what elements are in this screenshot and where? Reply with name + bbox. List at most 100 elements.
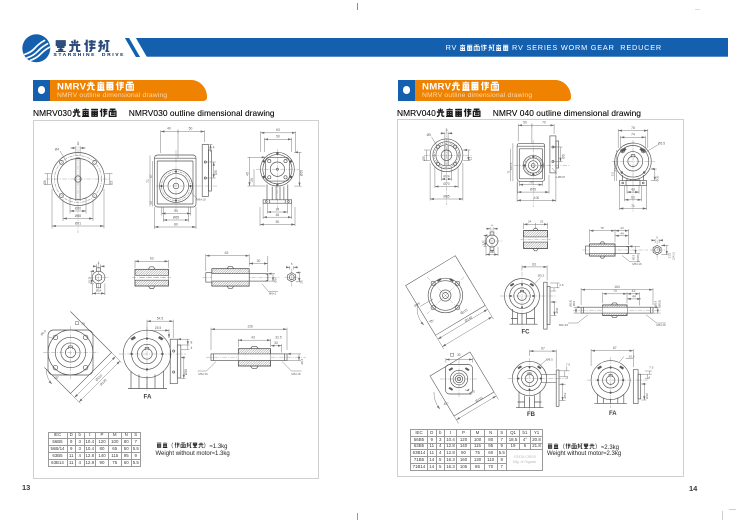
svg-text:43: 43	[620, 226, 624, 230]
svg-text:4-Ø6×8: 4-Ø6×8	[555, 175, 565, 179]
svg-text:Ø71: Ø71	[75, 222, 81, 226]
svg-text:32.5: 32.5	[275, 336, 282, 340]
svg-text:Ø19: Ø19	[563, 392, 567, 398]
svg-text:Ø55: Ø55	[300, 170, 304, 176]
svg-text:71: 71	[506, 170, 510, 174]
svg-text:Ø140: Ø140	[464, 315, 473, 323]
svg-text:FA: FA	[609, 411, 617, 417]
svg-text:3: 3	[77, 142, 79, 146]
svg-text:40: 40	[167, 126, 171, 130]
svg-text:Ø110: Ø110	[95, 373, 103, 381]
svg-text:Ø75: Ø75	[530, 188, 536, 192]
svg-text:78: 78	[631, 126, 635, 130]
svg-text:70: 70	[529, 180, 533, 184]
svg-text:67: 67	[613, 346, 617, 350]
svg-text:Ø30: Ø30	[489, 250, 495, 254]
svg-text:Ø115: Ø115	[460, 308, 469, 316]
svg-text:Ø30: Ø30	[555, 307, 559, 313]
svg-text:4: 4	[213, 146, 215, 150]
svg-text:(Ø18): (Ø18)	[657, 300, 661, 307]
svg-text:Ø110: Ø110	[475, 396, 484, 404]
svg-text:4: 4	[566, 375, 568, 379]
svg-text:44: 44	[620, 231, 624, 235]
svg-text:M6×1: M6×1	[269, 292, 277, 296]
svg-text:Ø85: Ø85	[443, 195, 449, 199]
svg-text:4: 4	[98, 261, 100, 265]
svg-text:Ø5.5: Ø5.5	[658, 141, 665, 145]
svg-text:(24.1): (24.1)	[671, 252, 675, 259]
svg-text:Ø5: Ø5	[427, 133, 432, 137]
svg-text:45°: 45°	[444, 402, 450, 406]
svg-text:Ø20: Ø20	[75, 207, 81, 211]
svg-text:45°: 45°	[54, 376, 60, 380]
svg-text:4: 4	[648, 375, 650, 379]
svg-text:40: 40	[245, 172, 249, 176]
svg-text:25.5: 25.5	[155, 326, 162, 330]
svg-text:M6×16: M6×16	[198, 372, 208, 376]
svg-text:50: 50	[523, 121, 527, 125]
svg-text:2.5: 2.5	[559, 283, 564, 287]
svg-text:50: 50	[276, 220, 280, 224]
svg-text:5: 5	[446, 128, 448, 132]
svg-text:5: 5	[656, 235, 658, 239]
svg-text:164: 164	[614, 285, 620, 289]
svg-text:13: 13	[149, 201, 153, 205]
svg-text:5: 5	[291, 262, 293, 266]
svg-text:Ø6.5: Ø6.5	[413, 301, 421, 308]
svg-text:23: 23	[110, 181, 114, 185]
svg-text:Ø6.5: Ø6.5	[40, 329, 48, 337]
svg-text:80: 80	[174, 223, 178, 227]
svg-text:44: 44	[632, 294, 636, 298]
svg-text:54: 54	[174, 209, 178, 213]
svg-text:Ø9: Ø9	[562, 154, 566, 159]
svg-text:1.1: 1.1	[481, 241, 485, 246]
svg-text:71: 71	[146, 179, 150, 183]
svg-text:63: 63	[150, 257, 154, 261]
svg-text:11: 11	[468, 157, 472, 161]
svg-text:24: 24	[528, 220, 532, 224]
svg-text:Ø9: Ø9	[214, 170, 218, 175]
svg-text:34: 34	[276, 208, 280, 212]
svg-text:(Ø18): (Ø18)	[636, 254, 640, 261]
svg-text:Ø14: Ø14	[300, 358, 304, 364]
svg-text:43: 43	[631, 188, 635, 192]
svg-text:50: 50	[276, 135, 280, 139]
svg-text:Ø9: Ø9	[273, 278, 277, 282]
svg-text:Ø19: Ø19	[631, 254, 635, 260]
svg-text:4: 4	[491, 224, 493, 228]
svg-text:67: 67	[149, 174, 153, 178]
svg-text:63: 63	[225, 251, 229, 255]
svg-text:63: 63	[276, 128, 280, 132]
svg-text:25: 25	[250, 178, 254, 182]
svg-text:M6×16: M6×16	[291, 372, 301, 376]
svg-text:Ø5.5: Ø5.5	[538, 274, 545, 278]
svg-text:54.5: 54.5	[157, 317, 164, 321]
svg-text:M6×16: M6×16	[632, 262, 642, 266]
svg-text:Ø70: Ø70	[443, 182, 449, 186]
svg-text:Ø19: Ø19	[572, 300, 576, 306]
svg-text:21.5: 21.5	[668, 252, 672, 258]
svg-text:46: 46	[276, 213, 280, 217]
svg-text:Ø30: Ø30	[655, 175, 659, 181]
svg-text:5.5: 5.5	[610, 172, 614, 177]
svg-text:Ø130: Ø130	[99, 378, 108, 387]
svg-text:45°: 45°	[429, 319, 435, 323]
svg-text:FA: FA	[144, 394, 152, 401]
svg-text:70: 70	[613, 289, 617, 293]
svg-text:43: 43	[632, 289, 636, 293]
svg-text:FB: FB	[527, 412, 536, 418]
svg-text:FC: FC	[522, 330, 531, 336]
svg-text:25: 25	[540, 220, 544, 224]
svg-text:7.5: 7.5	[566, 363, 571, 367]
svg-text:44: 44	[613, 168, 617, 172]
svg-text:121.5: 121.5	[509, 162, 513, 170]
svg-text:10.5: 10.5	[88, 277, 92, 283]
svg-text:67: 67	[541, 347, 545, 351]
svg-text:71: 71	[631, 204, 635, 208]
svg-text:30: 30	[457, 353, 461, 357]
svg-text:74: 74	[631, 133, 635, 137]
svg-text:Ø30: Ø30	[645, 393, 649, 399]
svg-text:126: 126	[247, 325, 253, 329]
svg-text:M6×10: M6×10	[196, 197, 206, 201]
svg-text:43: 43	[251, 336, 255, 340]
